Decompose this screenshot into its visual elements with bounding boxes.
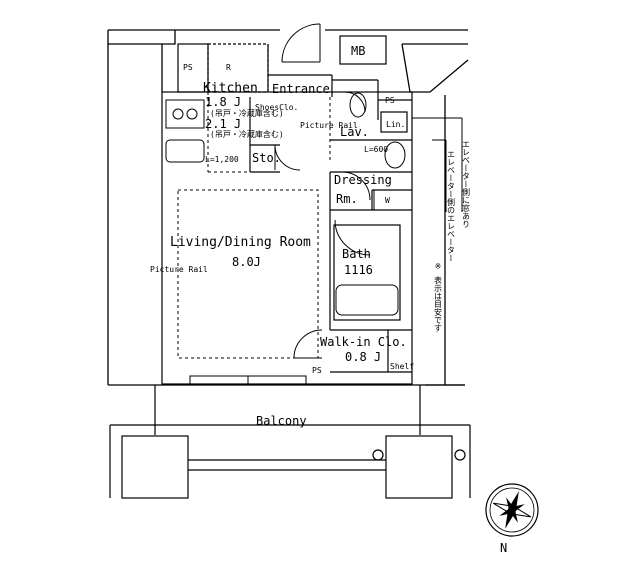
balcony-label: Balcony <box>256 414 307 428</box>
building-outline <box>107 29 469 386</box>
bath-size: 1116 <box>344 263 373 277</box>
shoes-closet-label: ShoesClo. <box>255 103 298 112</box>
door-swings <box>274 23 371 359</box>
note-2: エレベーター側のエレベーター <box>447 150 456 262</box>
lavatory-dim: L=600 <box>364 145 388 154</box>
kitchen-label: Kitchen <box>203 81 258 96</box>
bath-label: Bath <box>342 247 371 261</box>
linen-label: Lin. <box>386 120 405 129</box>
living-room-area: 8.0J <box>232 255 261 269</box>
note-3: ※ 表示は目安です <box>434 262 443 332</box>
mb-label: MB <box>351 44 365 58</box>
kitchen-note-1: (吊戸・冷蔵庫含む) <box>210 108 284 118</box>
picture-rail-living-label: Picture Rail <box>150 265 208 274</box>
dressing-label: Dressing <box>334 173 392 187</box>
kitchen-dim: L=1,200 <box>205 155 239 164</box>
mb-box: MB <box>339 35 387 65</box>
entrance-label: Entrance <box>272 82 330 96</box>
windows <box>189 375 307 385</box>
storage-label: Sto. <box>252 151 281 165</box>
kitchen-note-2: (吊戸・冷蔵庫含む) <box>210 129 284 139</box>
note-1: エレベーター側に窓あり <box>462 140 471 228</box>
ps-label-2: PS <box>385 96 395 105</box>
washer-label: W <box>385 196 390 205</box>
north-label: N <box>500 541 507 555</box>
kitchen-area-1: 1.8 J <box>205 95 241 109</box>
dashed-areas <box>177 92 331 359</box>
ps-label-1: PS <box>183 63 193 72</box>
living-room-label: Living/Dining Room <box>170 235 311 250</box>
kitchen-area-2: 2.1 J <box>205 117 241 131</box>
walk-in-closet-area: 0.8 J <box>345 350 381 364</box>
ps-label-3: PS <box>312 366 322 375</box>
compass-icon <box>485 483 539 537</box>
fixtures <box>165 92 413 316</box>
refrigerator-label: R <box>226 63 231 72</box>
balcony-structure <box>109 385 471 499</box>
shelf-label: Shelf <box>390 362 414 371</box>
dressing-rm-label: Rm. <box>336 192 358 206</box>
lavatory-label: Lav. <box>340 125 369 139</box>
walk-in-closet-label: Walk-in Clo. <box>320 335 407 349</box>
side-notes: エレベーター側に窓あり エレベーター側のエレベーター ※ 表示は目安です <box>412 117 471 332</box>
picture-rail-entrance-label: Picture Rail <box>300 121 358 130</box>
